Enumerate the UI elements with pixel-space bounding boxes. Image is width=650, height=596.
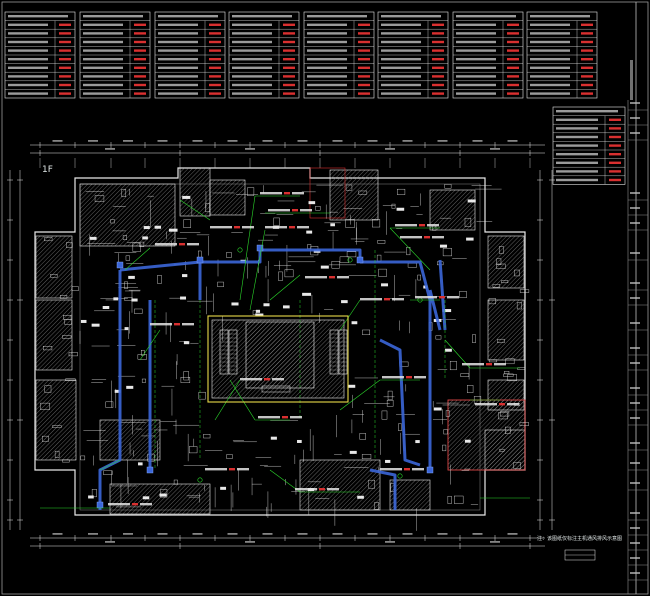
schedule-table xyxy=(228,11,300,99)
atrium-escalators xyxy=(207,315,349,403)
drawing-note: 注：该图纸仅标注主机通风排风示意图 xyxy=(537,535,622,542)
room-partitions xyxy=(40,184,530,531)
side-schedule-table xyxy=(552,106,626,185)
leader-lines xyxy=(40,195,530,509)
schedule-table xyxy=(377,11,449,99)
title-block xyxy=(627,2,648,594)
schedule-table xyxy=(526,11,598,99)
schedule-table xyxy=(303,11,375,99)
floor-label: 1F xyxy=(42,165,53,175)
annotation-labels xyxy=(108,192,596,561)
schedule-table xyxy=(4,11,76,99)
equipment-schedule-tables xyxy=(4,11,598,99)
schedule-table xyxy=(154,11,226,99)
schedule-table xyxy=(79,11,151,99)
dimension-lines xyxy=(7,140,555,549)
schedule-table xyxy=(452,11,524,99)
